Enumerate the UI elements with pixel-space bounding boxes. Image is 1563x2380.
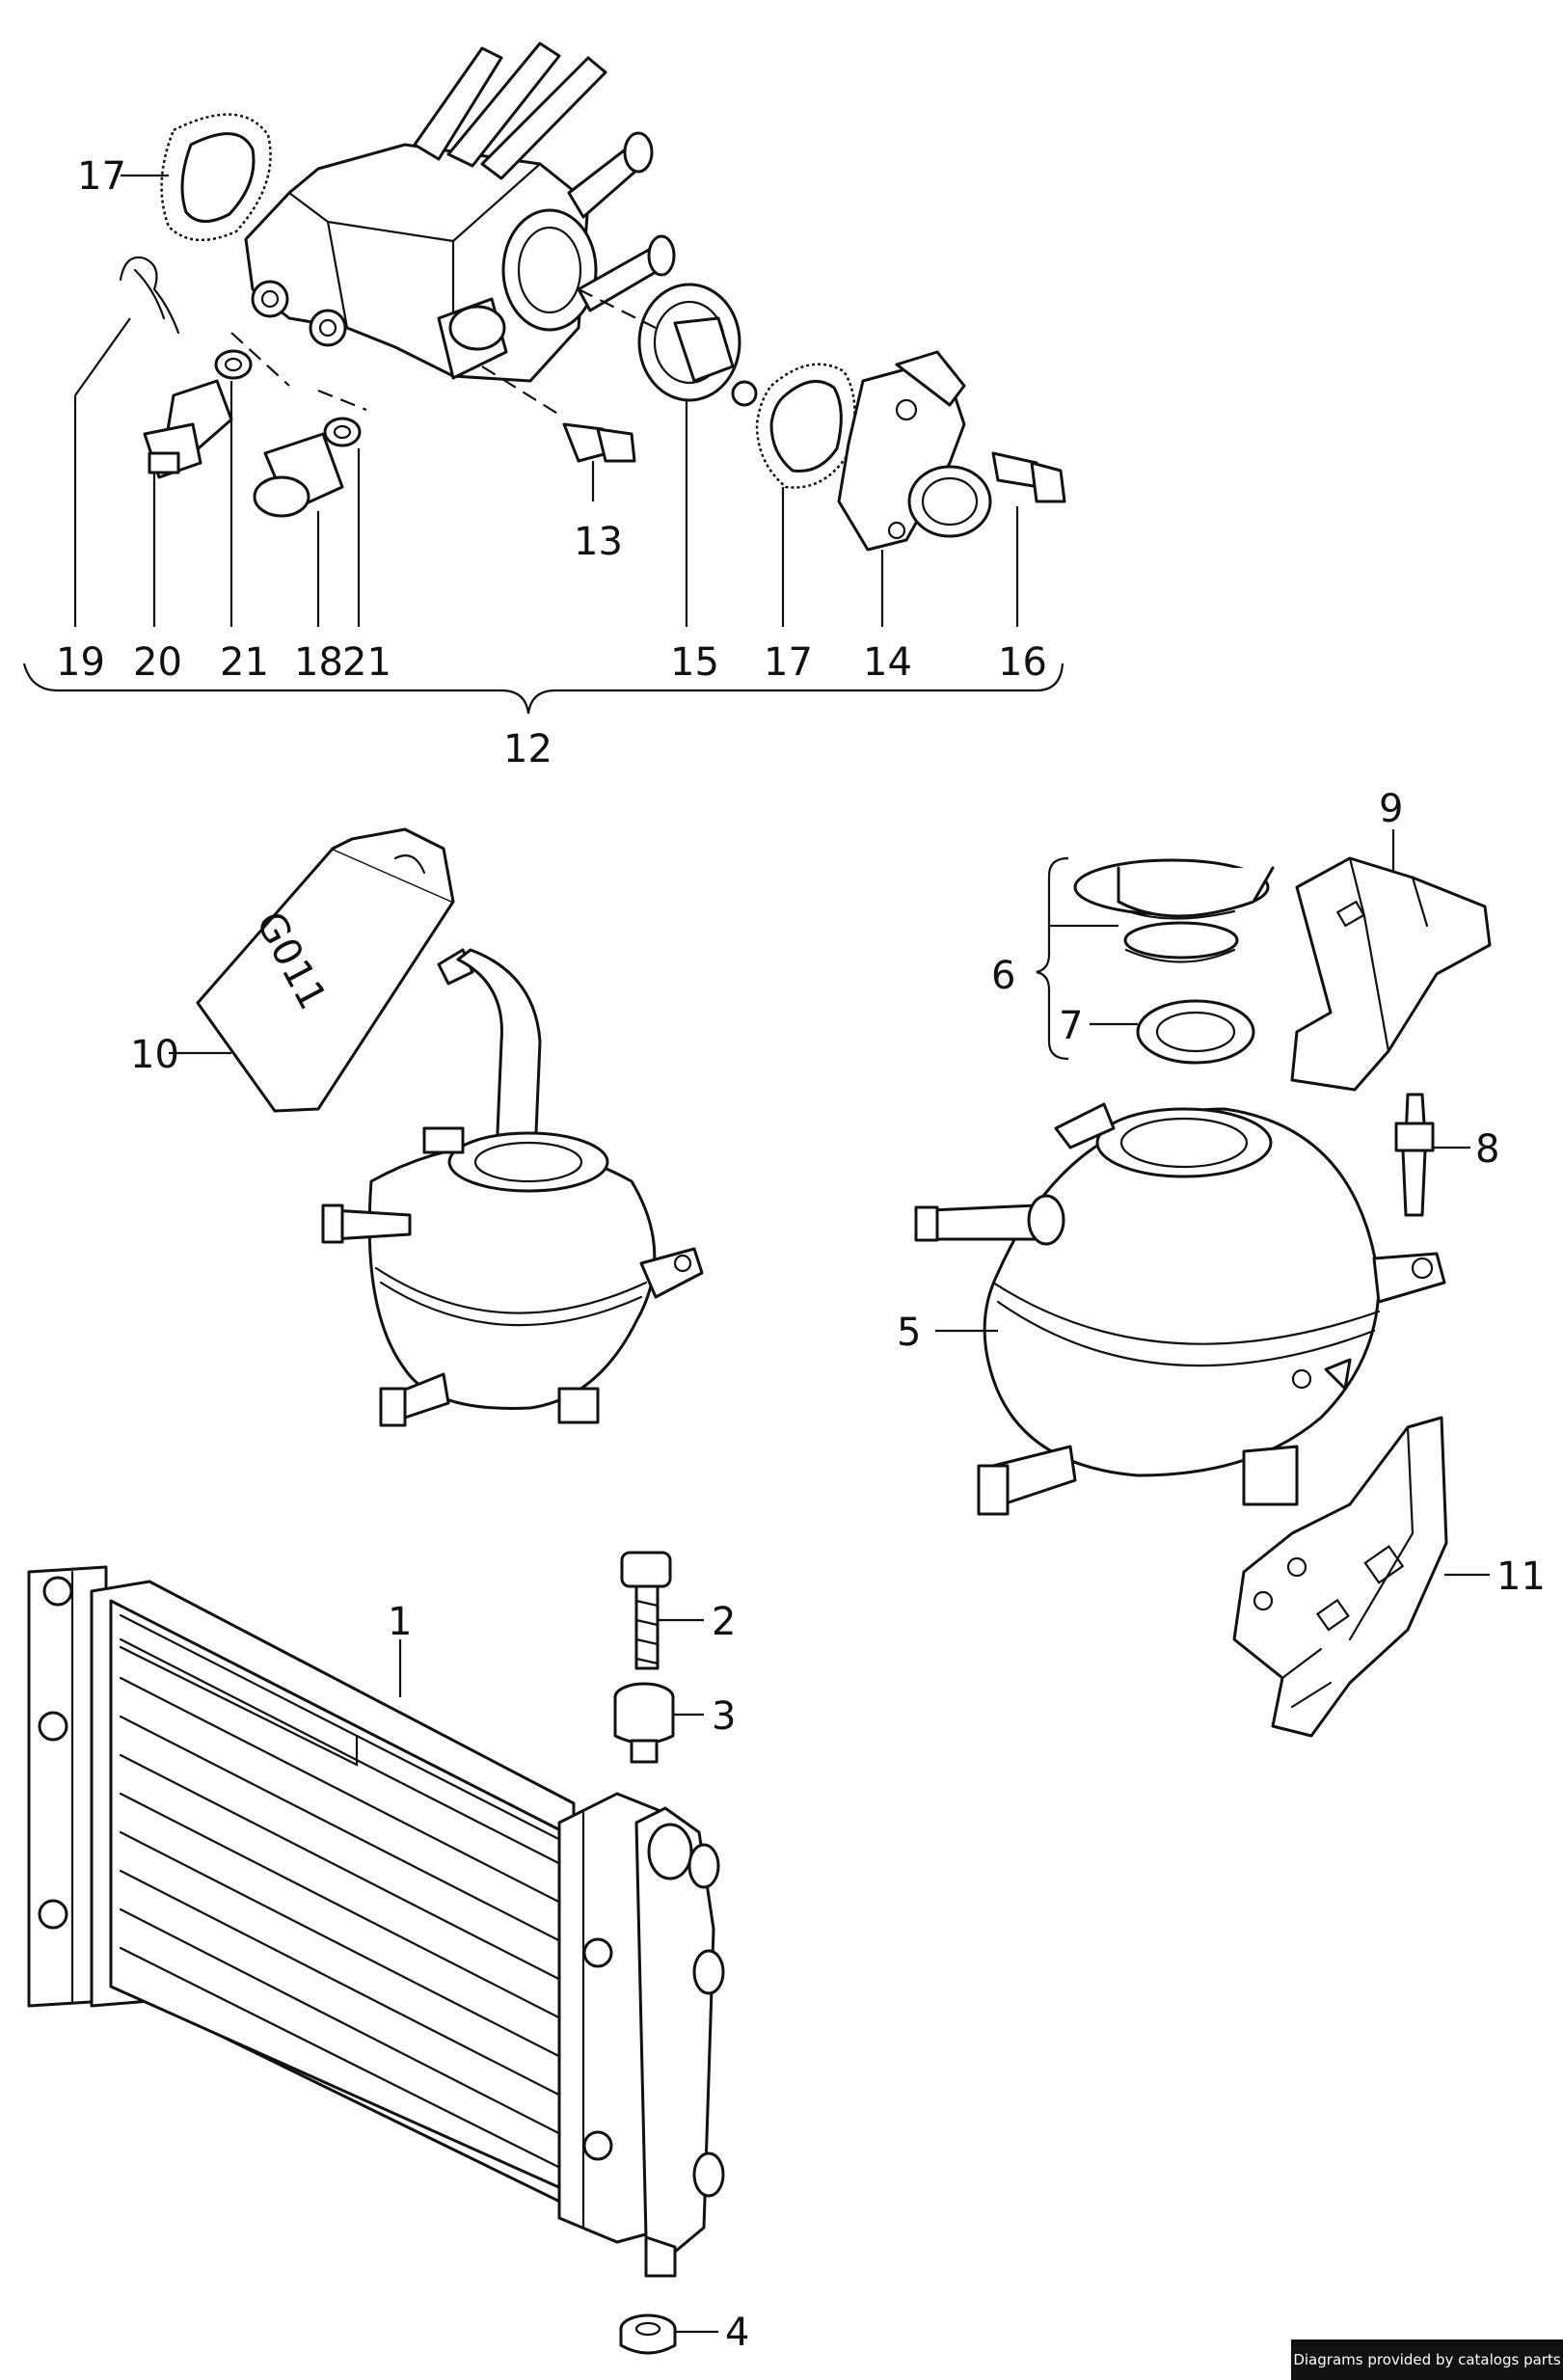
coolant-expansion-tank-group bbox=[914, 829, 1492, 1738]
callout-15: 15 bbox=[670, 640, 719, 685]
part-21-o-ring-left bbox=[214, 349, 253, 380]
callout-20: 20 bbox=[133, 640, 182, 685]
part-9-cap-cover bbox=[1290, 856, 1492, 1092]
callout-2: 2 bbox=[712, 1600, 736, 1644]
part-10-coolant-canister: G011 bbox=[196, 827, 474, 1113]
callout-11: 11 bbox=[1496, 1555, 1546, 1599]
part-15-thermostat bbox=[637, 283, 758, 407]
coolant-fill-illustration: G011 bbox=[169, 827, 704, 1427]
part-4-rubber-mount bbox=[619, 2313, 718, 2355]
part-11-bracket bbox=[1232, 1416, 1448, 1738]
callout-19: 19 bbox=[56, 640, 105, 685]
part-20-temperature-sender bbox=[143, 379, 233, 479]
callout-18: 18 bbox=[294, 640, 343, 685]
callout-1: 1 bbox=[388, 1600, 412, 1644]
part-16-bolt bbox=[991, 451, 1066, 503]
part-6-filler-cap bbox=[1073, 858, 1275, 963]
coolant-flange-assembly bbox=[119, 41, 1066, 552]
callout-8: 8 bbox=[1475, 1127, 1499, 1172]
part-2-bolt bbox=[620, 1551, 704, 1670]
part-13-bolt bbox=[562, 422, 636, 463]
top-leaders bbox=[22, 174, 1064, 715]
callout-5: 5 bbox=[897, 1311, 921, 1355]
callout-7: 7 bbox=[1059, 1004, 1083, 1048]
part-17-gasket-lower bbox=[755, 363, 856, 489]
callout-16: 16 bbox=[998, 640, 1047, 685]
part-7-seal-ring bbox=[1136, 999, 1255, 1065]
part-21-o-ring-right bbox=[323, 417, 362, 447]
callout-17-lower: 17 bbox=[764, 640, 813, 685]
callout-10: 10 bbox=[130, 1033, 179, 1077]
part-5-expansion-tank bbox=[914, 1102, 1446, 1516]
callout-3: 3 bbox=[712, 1694, 736, 1739]
callout-17-upper: 17 bbox=[77, 154, 126, 199]
credit-badge: Diagrams provided by catalogs parts bbox=[1291, 2339, 1563, 2380]
callout-14: 14 bbox=[863, 640, 912, 685]
coolant-stream bbox=[456, 948, 542, 1157]
callout-6: 6 bbox=[991, 954, 1015, 998]
part-1-radiator bbox=[27, 1565, 725, 2278]
callout-21-right: 21 bbox=[342, 640, 391, 685]
callout-labels: 17 19 20 21 18 21 13 15 17 14 16 12 10 9… bbox=[56, 154, 1546, 2355]
callout-12: 12 bbox=[503, 727, 552, 771]
part-3-grommet bbox=[613, 1682, 704, 1764]
part-18-sealing-plug bbox=[253, 432, 344, 518]
radiator-fins bbox=[119, 1613, 576, 2177]
callout-4: 4 bbox=[725, 2311, 749, 2355]
flange-housing bbox=[244, 41, 676, 383]
callout-21-left: 21 bbox=[220, 640, 269, 685]
part-17-gasket-upper bbox=[160, 113, 272, 242]
coolant-expansion-tank-small bbox=[321, 1126, 704, 1427]
part-14-coolant-connection bbox=[837, 350, 992, 552]
callout-13: 13 bbox=[574, 520, 623, 564]
callout-9: 9 bbox=[1379, 787, 1403, 831]
part-8-stud bbox=[1394, 1093, 1435, 1217]
part-19-clip bbox=[119, 256, 180, 335]
